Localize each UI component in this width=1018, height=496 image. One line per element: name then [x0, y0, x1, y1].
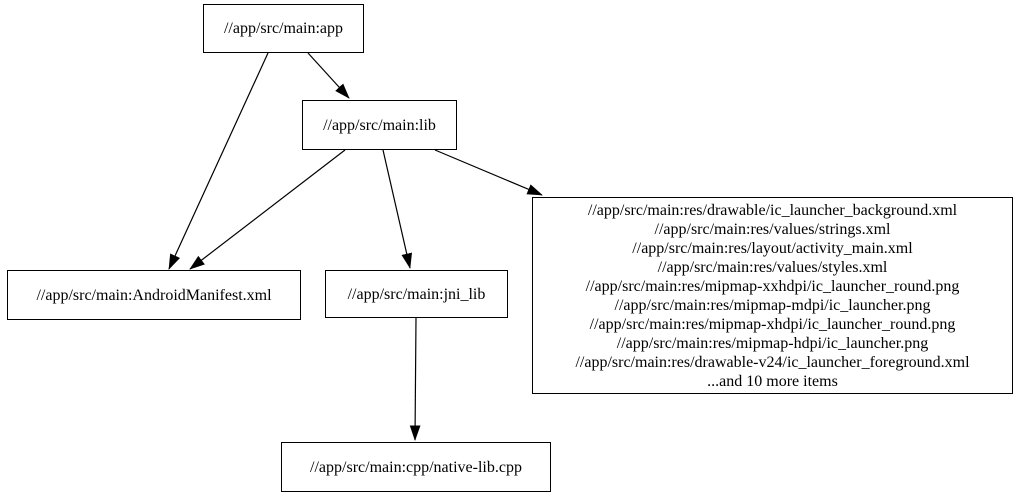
edge-lib-to-res-group — [434, 149, 543, 196]
edge-jni-lib-to-native-lib — [409, 317, 421, 441]
res-item: //app/src/main:res/drawable/ic_launcher_… — [587, 201, 958, 219]
graph-node-native-lib-cpp-label: //app/src/main:cpp/native-lib.cpp — [310, 458, 522, 476]
res-item: //app/src/main:res/mipmap-xhdpi/ic_launc… — [589, 315, 956, 333]
res-item: //app/src/main:res/values/strings.xml — [654, 220, 891, 238]
graph-node-android-manifest: //app/src/main:AndroidManifest.xml — [7, 270, 301, 320]
res-item: //app/src/main:res/mipmap-xxhdpi/ic_laun… — [585, 277, 960, 295]
graph-node-res-group: //app/src/main:res/drawable/ic_launcher_… — [532, 197, 1013, 394]
edge-app-to-lib — [307, 52, 350, 99]
graph-node-app-label: //app/src/main:app — [223, 20, 344, 37]
res-group-more-items: ...and 10 more items — [707, 372, 838, 390]
res-item: //app/src/main:res/values/styles.xml — [657, 258, 888, 276]
res-item: //app/src/main:res/mipmap-mdpi/ic_launch… — [614, 296, 931, 314]
graph-node-app: //app/src/main:app — [203, 4, 364, 53]
res-item: //app/src/main:res/mipmap-hdpi/ic_launch… — [616, 334, 929, 352]
res-item: //app/src/main:res/layout/activity_main.… — [632, 239, 913, 257]
graph-node-jni-lib-label: //app/src/main:jni_lib — [347, 285, 486, 303]
edge-lib-to-manifest — [189, 149, 346, 270]
graph-node-android-manifest-label: //app/src/main:AndroidManifest.xml — [36, 286, 272, 304]
graph-node-jni-lib: //app/src/main:jni_lib — [325, 270, 508, 318]
res-item: //app/src/main:res/drawable-v24/ic_launc… — [575, 353, 970, 371]
graph-node-lib: //app/src/main:lib — [302, 100, 457, 150]
edge-app-to-manifest — [168, 52, 269, 270]
edge-lib-to-jni-lib — [382, 149, 412, 269]
graph-node-native-lib-cpp: //app/src/main:cpp/native-lib.cpp — [281, 442, 551, 492]
graph-node-lib-label: //app/src/main:lib — [323, 116, 436, 134]
